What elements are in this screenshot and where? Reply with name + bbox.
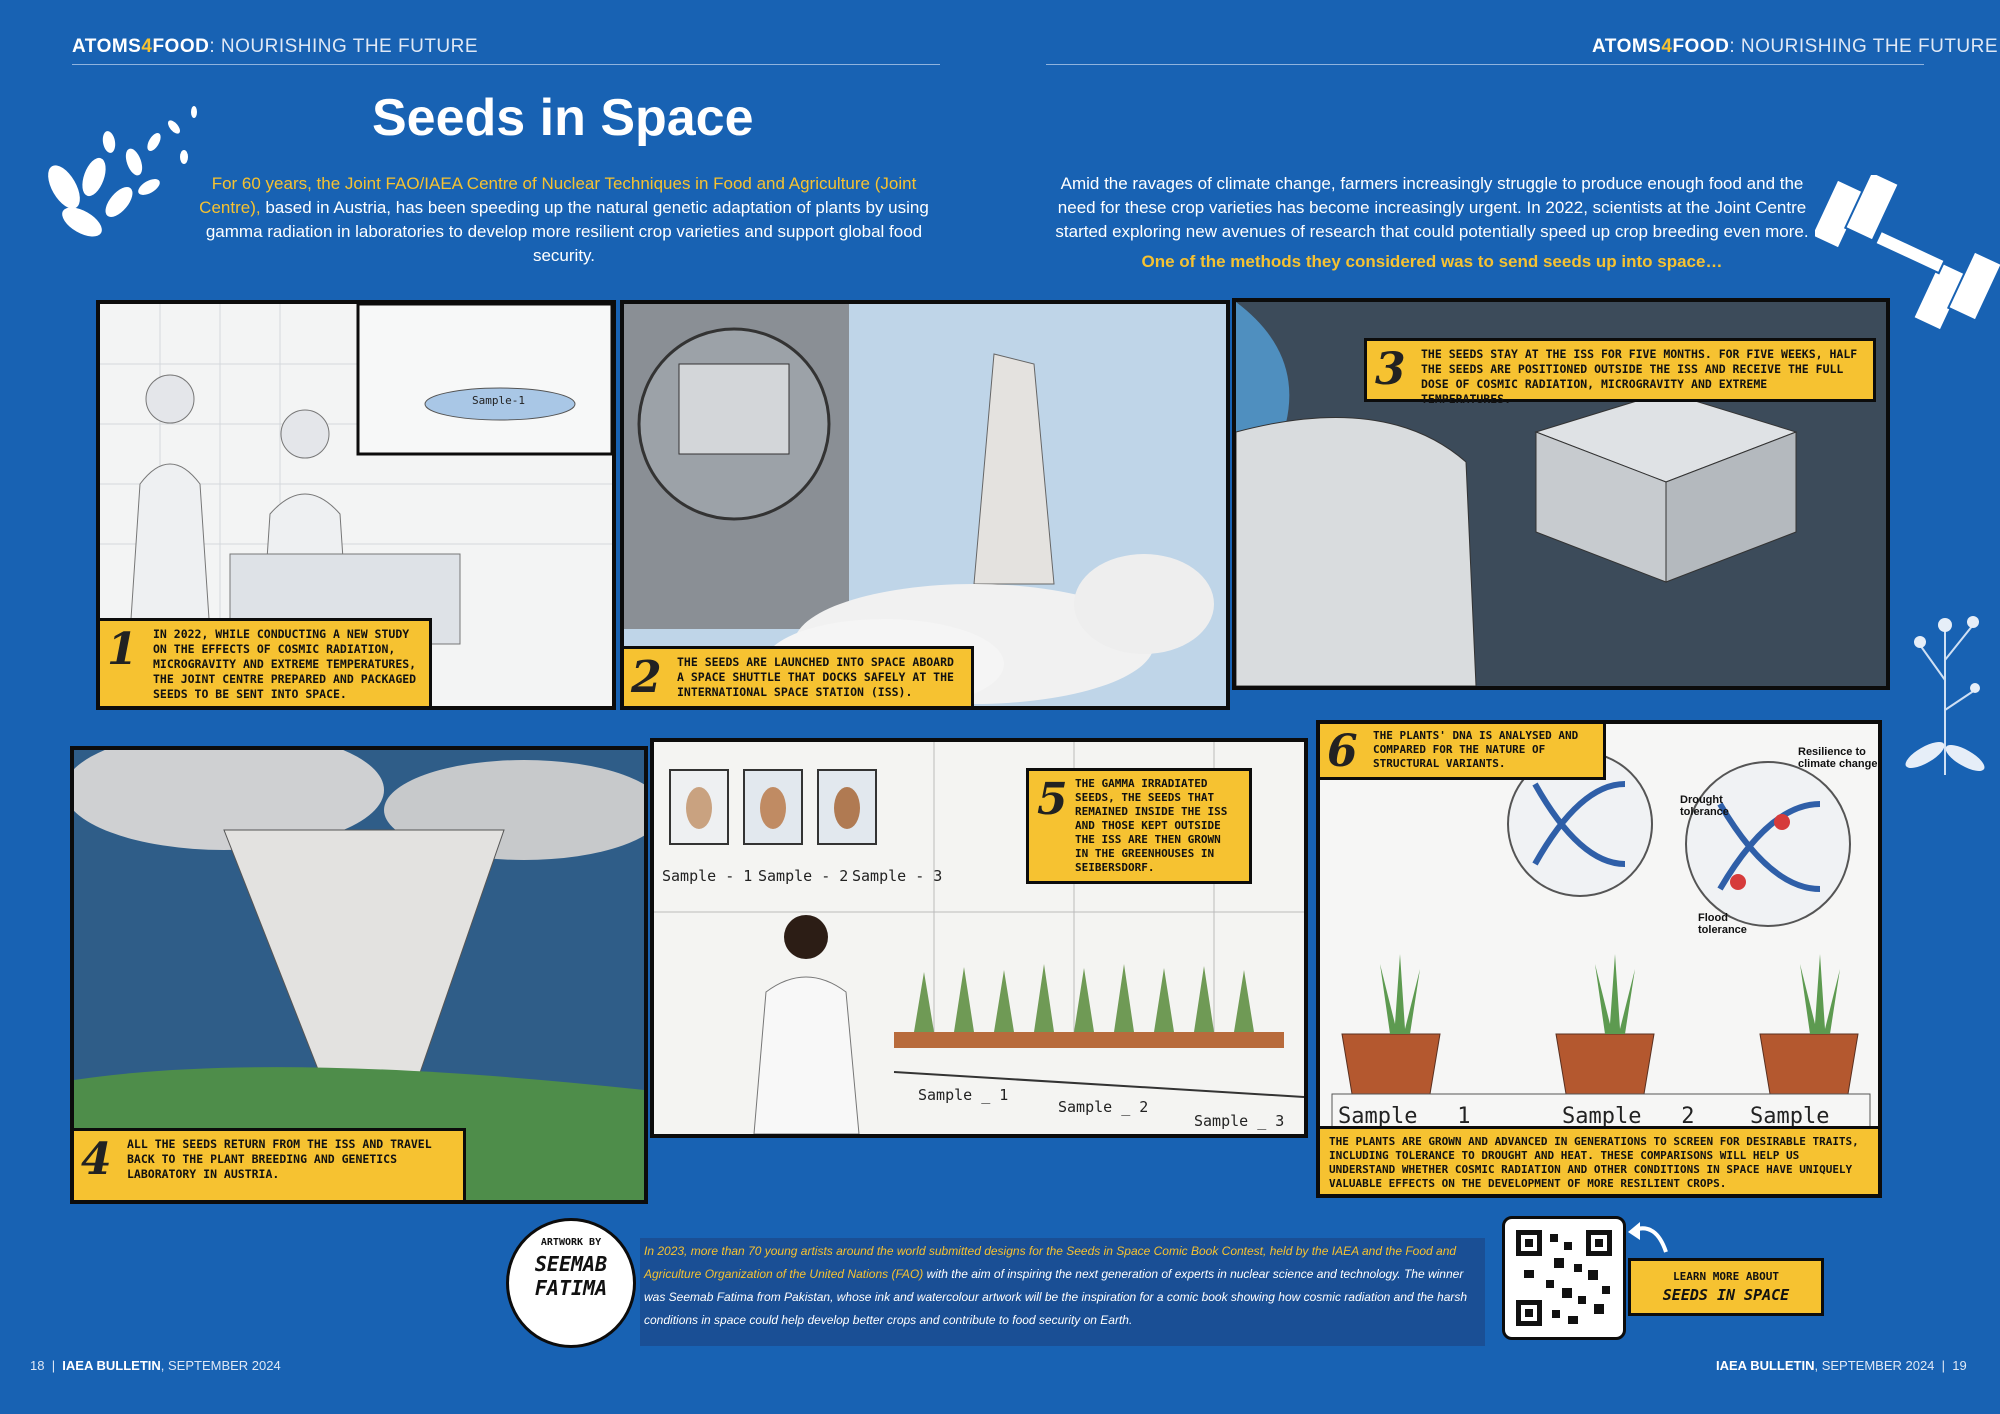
artist-name-2: FATIMA — [534, 1276, 608, 1300]
qr-code-link[interactable] — [1502, 1216, 1626, 1340]
sample-board-2: Sample - 2 — [758, 867, 849, 885]
running-header-left: ATOMS4FOOD: NOURISHING THE FUTURE — [72, 36, 479, 57]
space-station-icon — [1815, 175, 2000, 332]
greenhouse-illustration — [654, 742, 1304, 1134]
page-title: Seeds in Space — [372, 89, 754, 147]
tray-label-3: Sample _ 3 — [1194, 1112, 1285, 1130]
sample-label: Sample-1 — [472, 394, 525, 407]
contest-text: In 2023, more than 70 young artists arou… — [644, 1244, 1468, 1327]
leaves-decoration-icon — [48, 106, 197, 237]
caption-2: 2The seeds are launched into space aboar… — [624, 646, 974, 706]
tray-label-1: Sample _ 1 — [918, 1086, 1009, 1104]
sample-label-1: Sample _ 1 — [1338, 1104, 1471, 1129]
resilience-annotation: Resilience to climate change — [1798, 746, 1878, 770]
comic-panel-3: 3The seeds stay at the ISS for five mont… — [1232, 298, 1890, 690]
footer-right: IAEA BULLETIN, SEPTEMBER 2024 | 19 — [1716, 1358, 1967, 1373]
curved-arrow-icon — [1628, 1222, 1668, 1253]
qr-code-icon — [1516, 1230, 1612, 1326]
caption-6: 6The plants' DNA is analysed and compare… — [1320, 724, 1606, 780]
caption-6-bottom: The plants are grown and advanced in gen… — [1320, 1126, 1878, 1194]
comic-panel-4: 4All the seeds return from the ISS and t… — [70, 746, 648, 1204]
sample-board-1: Sample - 1 — [662, 867, 753, 885]
flower-decoration-icon — [1905, 616, 1985, 775]
comic-panel-5: Sample - 1 Sample - 2 Sample - 3 Sample … — [650, 738, 1308, 1138]
drought-annotation: Drought tolerance — [1680, 794, 1729, 818]
sample-label-2: Sample _ 2 — [1562, 1104, 1695, 1129]
running-header-right: ATOMS4FOOD: NOURISHING THE FUTURE — [1592, 36, 1999, 57]
header-rule-right — [1046, 64, 1924, 65]
contest-box — [640, 1238, 1485, 1346]
learn-more-topic: SEEDS IN SPACE — [1662, 1286, 1790, 1304]
caption-3: 3The seeds stay at the ISS for five mont… — [1364, 338, 1876, 406]
footer-left: 18 | IAEA BULLETIN, SEPTEMBER 2024 — [30, 1358, 281, 1373]
comic-panel-1: Sample-1 1In 2022, while conducting a ne… — [96, 300, 616, 710]
caption-4: 4All the seeds return from the ISS and t… — [74, 1128, 466, 1200]
artwork-badge: ARTWORK BY SEEMAB FATIMA — [506, 1218, 636, 1348]
artwork-by-label: ARTWORK BY — [540, 1237, 602, 1248]
artist-name-1: SEEMAB — [534, 1252, 608, 1276]
lab-scene-illustration — [100, 304, 612, 706]
intro-left: For 60 years, the Joint FAO/IAEA Centre … — [199, 174, 929, 265]
learn-more-button[interactable]: LEARN MORE ABOUT SEEDS IN SPACE — [1628, 1258, 1824, 1316]
caption-5: 5The gamma irradiated seeds, the seeds t… — [1026, 768, 1252, 884]
comic-panel-2: 2The seeds are launched into space aboar… — [620, 300, 1230, 710]
tray-label-2: Sample _ 2 — [1058, 1098, 1149, 1116]
flood-annotation: Flood tolerance — [1698, 912, 1747, 936]
intro-right-highlight: One of the methods they considered was t… — [1141, 252, 1723, 271]
sample-board-3: Sample - 3 — [852, 867, 943, 885]
caption-1: 1In 2022, while conducting a new study o… — [100, 618, 432, 706]
comic-panel-6: Drought tolerance Resilience to climate … — [1316, 720, 1882, 1198]
intro-right: Amid the ravages of climate change, farm… — [1055, 174, 1809, 241]
learn-more-label: LEARN MORE ABOUT — [1673, 1270, 1779, 1283]
header-rule-left — [72, 64, 940, 65]
